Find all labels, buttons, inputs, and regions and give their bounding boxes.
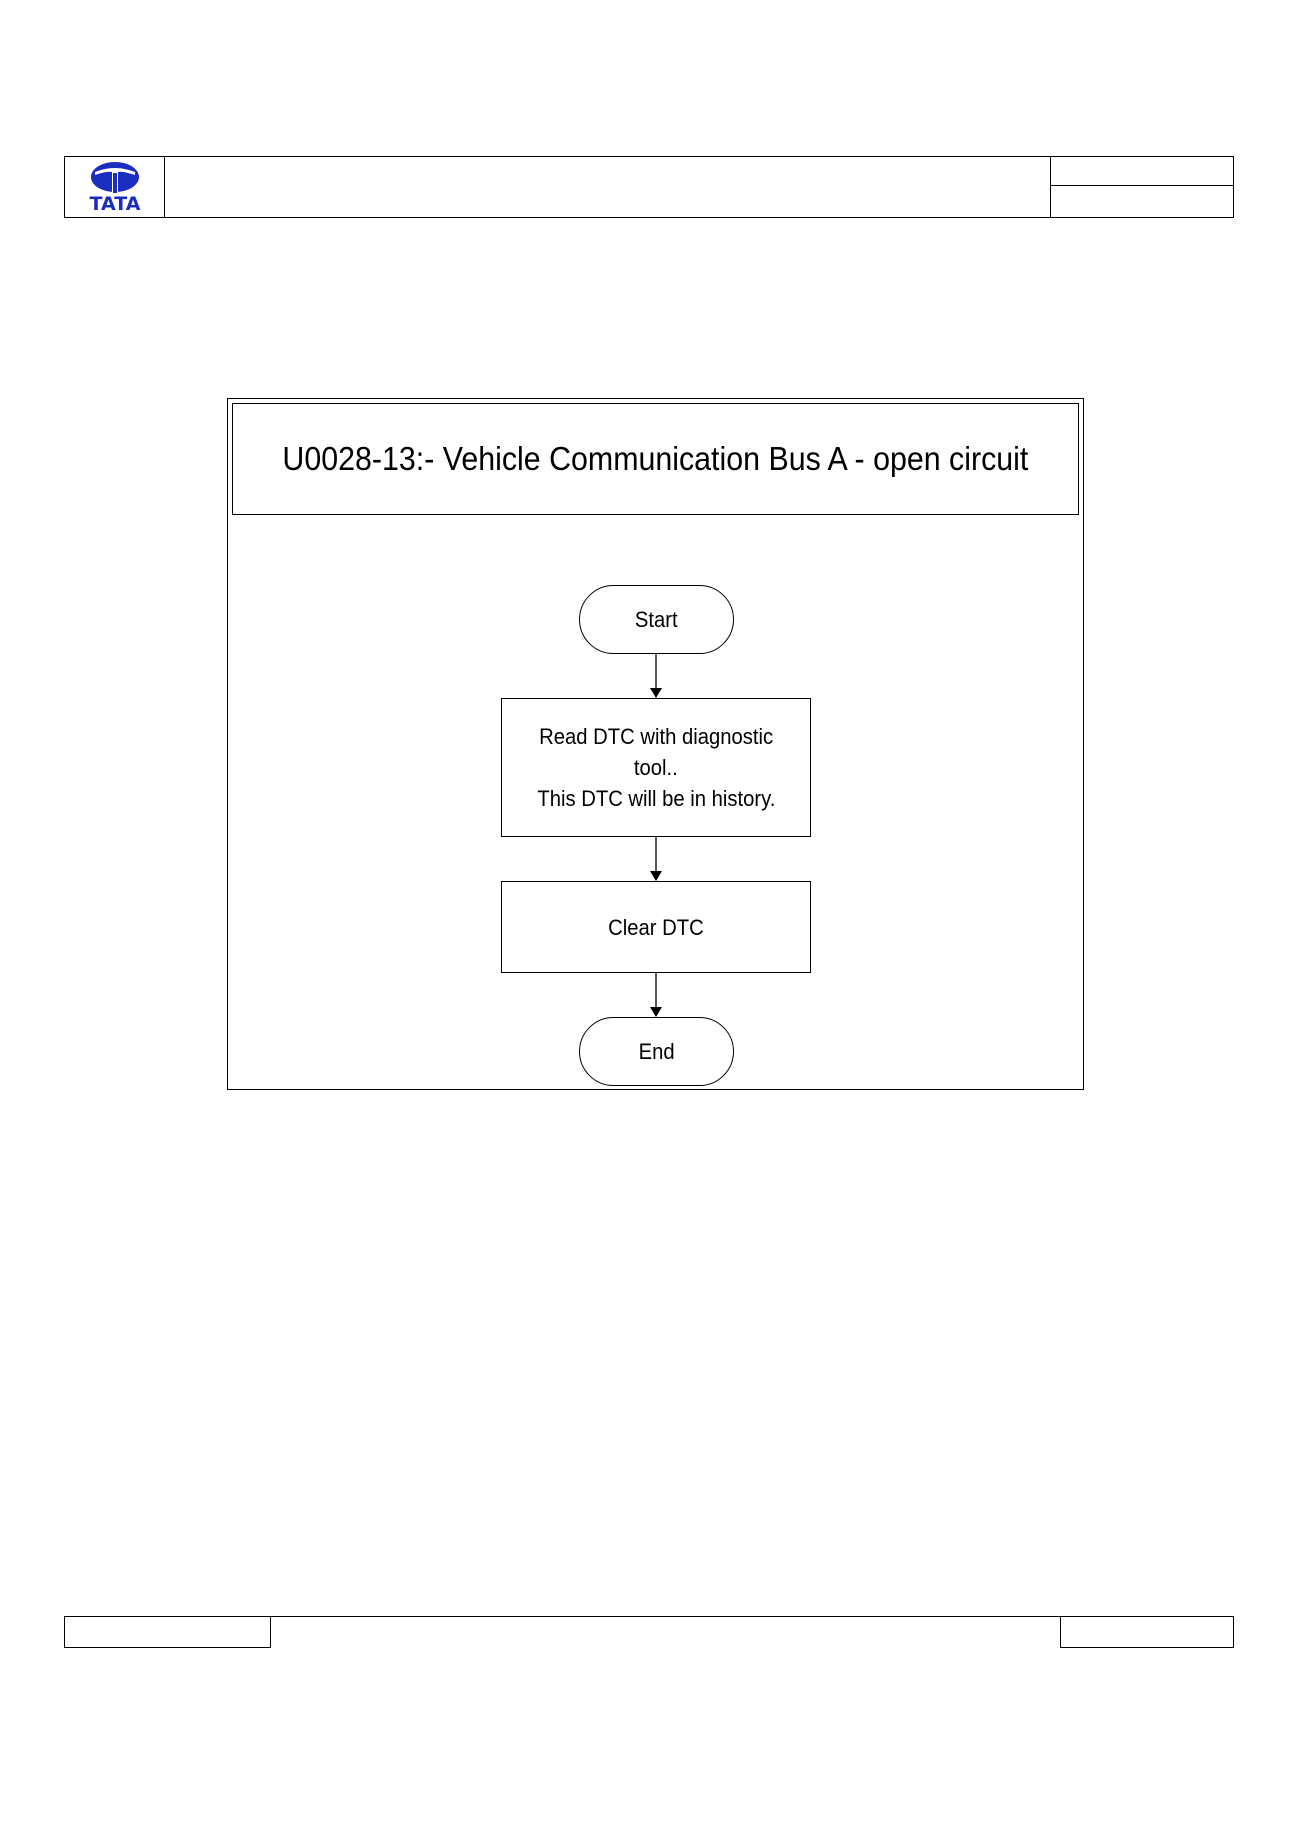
page-header: TATA xyxy=(64,156,1234,218)
logo-wordmark: TATA xyxy=(89,193,141,215)
flow-node-read-dtc-line-3: This DTC will be in history. xyxy=(536,786,776,811)
flow-node-clear-dtc-label: Clear DTC xyxy=(608,914,704,940)
flow-node-clear-dtc: Clear DTC xyxy=(501,881,811,973)
flow-node-read-dtc-line-1: Read DTC with diagnostic xyxy=(539,724,773,749)
diagram-title-box: U0028-13:- Vehicle Communication Bus A -… xyxy=(232,403,1079,515)
diagram-frame: U0028-13:- Vehicle Communication Bus A -… xyxy=(227,398,1084,1090)
flow-connectors xyxy=(650,653,662,1017)
page-footer xyxy=(64,1616,1234,1648)
header-info-top xyxy=(1051,157,1233,186)
flow-node-read-dtc-line-2: tool.. xyxy=(634,755,678,780)
flow-node-start-label: Start xyxy=(635,607,678,632)
header-info-cell xyxy=(1050,157,1233,217)
flow-node-start: Start xyxy=(579,585,734,654)
diagram-title: U0028-13:- Vehicle Communication Bus A -… xyxy=(282,440,1029,477)
flow-node-end-label: End xyxy=(638,1039,675,1064)
footer-right-cell xyxy=(1060,1617,1234,1648)
footer-left-cell xyxy=(64,1617,271,1648)
tata-logo-icon xyxy=(91,162,139,193)
header-title-cell xyxy=(165,157,1052,217)
logo-cell: TATA xyxy=(65,157,165,217)
flow-node-read-dtc: Read DTC with diagnostic tool.. This DTC… xyxy=(501,698,811,837)
flow-node-end: End xyxy=(579,1017,734,1086)
